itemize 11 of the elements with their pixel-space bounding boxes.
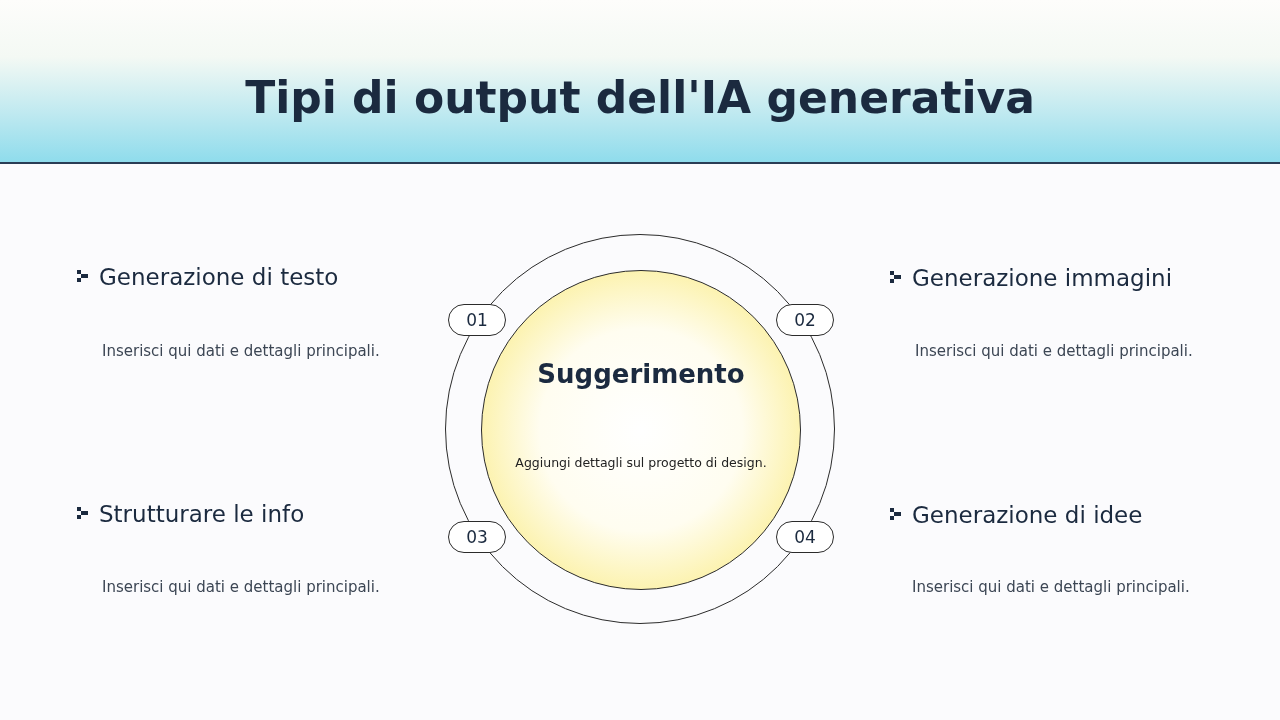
item-heading: Generazione di testo bbox=[99, 264, 339, 290]
circle-text: Aggiungi dettagli sul progetto di design. bbox=[514, 455, 768, 470]
item-description: Inserisci qui dati e dettagli principali. bbox=[102, 342, 380, 360]
item-heading: Generazione di idee bbox=[912, 502, 1143, 528]
item-heading: Strutturare le info bbox=[99, 501, 305, 527]
item-heading: Generazione immagini bbox=[912, 265, 1173, 291]
circle-heading: Suggerimento bbox=[536, 359, 746, 389]
title: Tipi di output dell'IA generativa bbox=[244, 72, 1036, 123]
item-description: Inserisci qui dati e dettagli principali. bbox=[915, 342, 1193, 360]
item-description: Inserisci qui dati e dettagli principali. bbox=[912, 578, 1190, 596]
item-description: Inserisci qui dati e dettagli principali. bbox=[102, 578, 380, 596]
